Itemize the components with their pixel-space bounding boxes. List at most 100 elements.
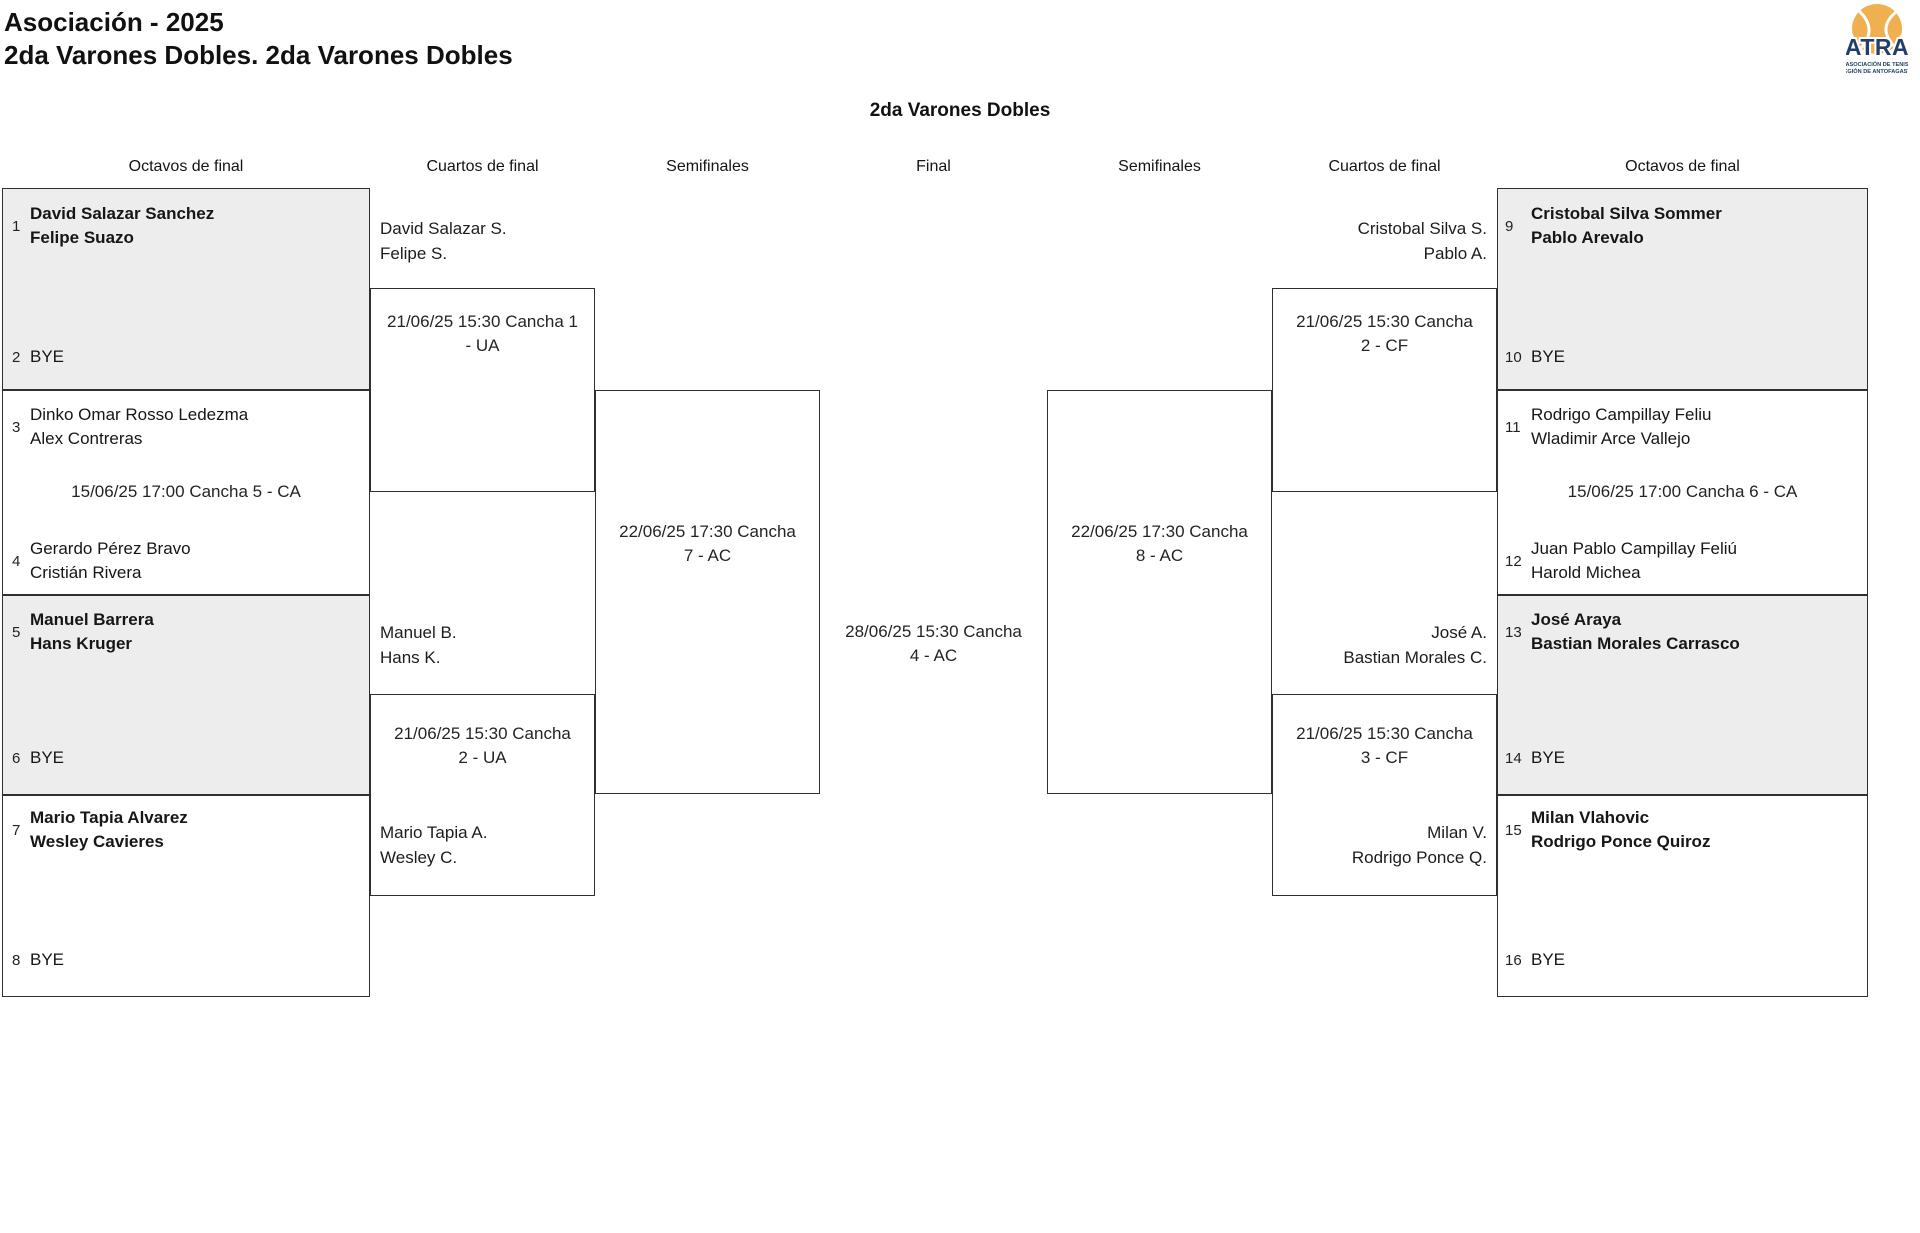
player-name: Dinko Omar Rosso Ledezma: [30, 405, 249, 424]
advanced-team-name: David Salazar S.: [380, 219, 507, 238]
player-name: Cristobal Silva Sommer: [1531, 204, 1722, 223]
match-info-cuartos-1: 21/06/25 15:30 Cancha 1 - UA: [387, 312, 578, 355]
octavos-box-9-10: [1497, 188, 1868, 390]
entry-seed-10: 10 BYE: [1505, 345, 1861, 369]
player-name: Alex Contreras: [30, 429, 143, 448]
match-info-octavos-right: 15/06/25 17:00 Cancha 6 - CA: [1567, 482, 1798, 501]
entry-seed-13: 13 José Araya Bastian Morales Carrasco: [1505, 608, 1861, 656]
cuartos-box-1: [370, 288, 595, 492]
entry-seed-11: 11 Rodrigo Campillay Feliu Wladimir Arce…: [1505, 403, 1861, 451]
cuartos-team-q2-bottom: Mario Tapia A. Wesley C.: [380, 820, 590, 870]
octavos-box-15-16: [1497, 795, 1868, 997]
page-title: Asociación - 2025 2da Varones Dobles. 2d…: [4, 6, 513, 72]
player-name: Hans Kruger: [30, 634, 133, 653]
entry-seed-3: 3 Dinko Omar Rosso Ledezma Alex Contrera…: [12, 403, 364, 451]
cuartos-team-q1: David Salazar S. Felipe S.: [380, 216, 590, 266]
round-header-cuartos-left: Cuartos de final: [426, 158, 539, 175]
entry-seed-5: 5 Manuel Barrera Hans Kruger: [12, 608, 364, 656]
logo-subline-1: ASOCIACIÓN DE TENIS: [1846, 60, 1908, 68]
cuartos-box-2: [370, 694, 595, 896]
round-header-semis-left: Semifinales: [666, 158, 749, 175]
player-name: Milan Vlahovic: [1531, 808, 1650, 827]
bracket-title: 2da Varones Dobles: [869, 100, 1051, 121]
octavos-box-7-8: [2, 795, 370, 997]
entry-seed-16: 16 BYE: [1505, 948, 1861, 972]
advanced-team-name: Rodrigo Ponce Q.: [1351, 848, 1487, 867]
entry-seed-15: 15 Milan Vlahovic Rodrigo Ponce Quiroz: [1505, 806, 1861, 854]
seed-number: 14: [1505, 749, 1522, 767]
entry-seed-6: 6 BYE: [12, 746, 364, 770]
seed-number: 1: [12, 217, 21, 235]
advanced-team-name: Wesley C.: [380, 848, 458, 867]
cuartos-team-q2-top: Manuel B. Hans K.: [380, 620, 590, 670]
bye-label: BYE: [30, 347, 65, 366]
player-name: Mario Tapia Alvarez: [30, 808, 188, 827]
round-header-octavos-left: Octavos de final: [128, 158, 244, 175]
player-name: Wladimir Arce Vallejo: [1531, 429, 1691, 448]
entry-seed-1: 1 David Salazar Sanchez Felipe Suazo: [12, 202, 364, 250]
seed-number: 15: [1505, 821, 1522, 839]
entry-seed-12: 12 Juan Pablo Campillay Feliú Harold Mic…: [1505, 537, 1861, 585]
player-name: Rodrigo Campillay Feliu: [1531, 405, 1712, 424]
seed-number: 16: [1505, 951, 1522, 969]
cuartos-box-3: [1272, 288, 1497, 492]
seed-number: 9: [1505, 217, 1514, 235]
advanced-team-name: Bastian Morales C.: [1343, 648, 1487, 667]
player-name: Juan Pablo Campillay Feliú: [1531, 539, 1737, 558]
match-info-semifinal-left: 22/06/25 17:30 Cancha 7 - AC: [619, 522, 796, 565]
advanced-team-name: Hans K.: [380, 648, 441, 667]
match-info-octavos-left: 15/06/25 17:00 Cancha 5 - CA: [71, 482, 301, 501]
seed-number: 12: [1505, 552, 1522, 570]
seed-number: 13: [1505, 623, 1522, 641]
category-subtitle: 2da Varones Dobles. 2da Varones Dobles: [4, 40, 513, 70]
player-name: Manuel Barrera: [30, 610, 154, 629]
seed-number: 8: [12, 951, 21, 969]
octavos-box-1-2: [2, 188, 370, 390]
seed-number: 3: [12, 418, 21, 436]
seed-number: 7: [12, 821, 21, 839]
round-header-semis-right: Semifinales: [1118, 158, 1201, 175]
seed-number: 5: [12, 623, 21, 641]
entry-seed-4: 4 Gerardo Pérez Bravo Cristián Rivera: [12, 537, 364, 585]
entry-seed-8: 8 BYE: [12, 948, 364, 972]
octavos-box-13-14: [1497, 595, 1868, 795]
advanced-team-name: Manuel B.: [380, 623, 457, 642]
atra-logo: ATRA ASOCIACIÓN DE TENIS REGIÓN DE ANTOF…: [1846, 4, 1908, 75]
advanced-team-name: Milan V.: [1427, 823, 1487, 842]
advanced-team-name: Cristobal Silva S.: [1357, 219, 1487, 238]
octavos-box-5-6: [2, 595, 370, 795]
match-info-cuartos-4: 21/06/25 15:30 Cancha 3 - CF: [1296, 724, 1473, 767]
cuartos-team-q4-top: José A. Bastian Morales C.: [1282, 620, 1487, 670]
cuartos-box-4: [1272, 694, 1497, 896]
entry-seed-7: 7 Mario Tapia Alvarez Wesley Cavieres: [12, 806, 364, 854]
match-info-final: 28/06/25 15:30 Cancha 4 - AC: [845, 622, 1022, 665]
player-name: Gerardo Pérez Bravo: [30, 539, 191, 558]
advanced-team-name: Pablo A.: [1423, 244, 1487, 263]
player-name: Wesley Cavieres: [30, 832, 164, 851]
advanced-team-name: José A.: [1431, 623, 1487, 642]
player-name: José Araya: [1531, 610, 1622, 629]
logo-acronym: ATRA: [1846, 34, 1908, 60]
logo-subline-2: REGIÓN DE ANTOFAGASTA: [1846, 67, 1908, 75]
bye-label: BYE: [30, 748, 65, 767]
cuartos-team-q3: Cristobal Silva S. Pablo A.: [1282, 216, 1487, 266]
octavos-box-3-4: [2, 390, 370, 595]
advanced-team-name: Felipe S.: [380, 244, 448, 263]
round-header-final: Final: [916, 158, 951, 175]
seed-number: 11: [1505, 418, 1521, 436]
match-info-cuartos-3: 21/06/25 15:30 Cancha 2 - CF: [1296, 312, 1473, 355]
bye-label: BYE: [30, 950, 65, 969]
seed-number: 6: [12, 749, 21, 767]
semifinal-box-right: [1047, 390, 1272, 794]
round-header-cuartos-right: Cuartos de final: [1328, 158, 1441, 175]
tournament-title: Asociación - 2025: [4, 7, 224, 37]
player-name: David Salazar Sanchez: [30, 204, 215, 223]
round-header-octavos-right: Octavos de final: [1625, 158, 1740, 175]
match-info-semifinal-right: 22/06/25 17:30 Cancha 8 - AC: [1071, 522, 1248, 565]
player-name: Felipe Suazo: [30, 228, 134, 247]
player-name: Pablo Arevalo: [1531, 228, 1644, 247]
entry-seed-9: 9 Cristobal Silva Sommer Pablo Arevalo: [1505, 202, 1861, 250]
player-name: Rodrigo Ponce Quiroz: [1531, 832, 1711, 851]
cuartos-team-q4-bottom: Milan V. Rodrigo Ponce Q.: [1282, 820, 1487, 870]
